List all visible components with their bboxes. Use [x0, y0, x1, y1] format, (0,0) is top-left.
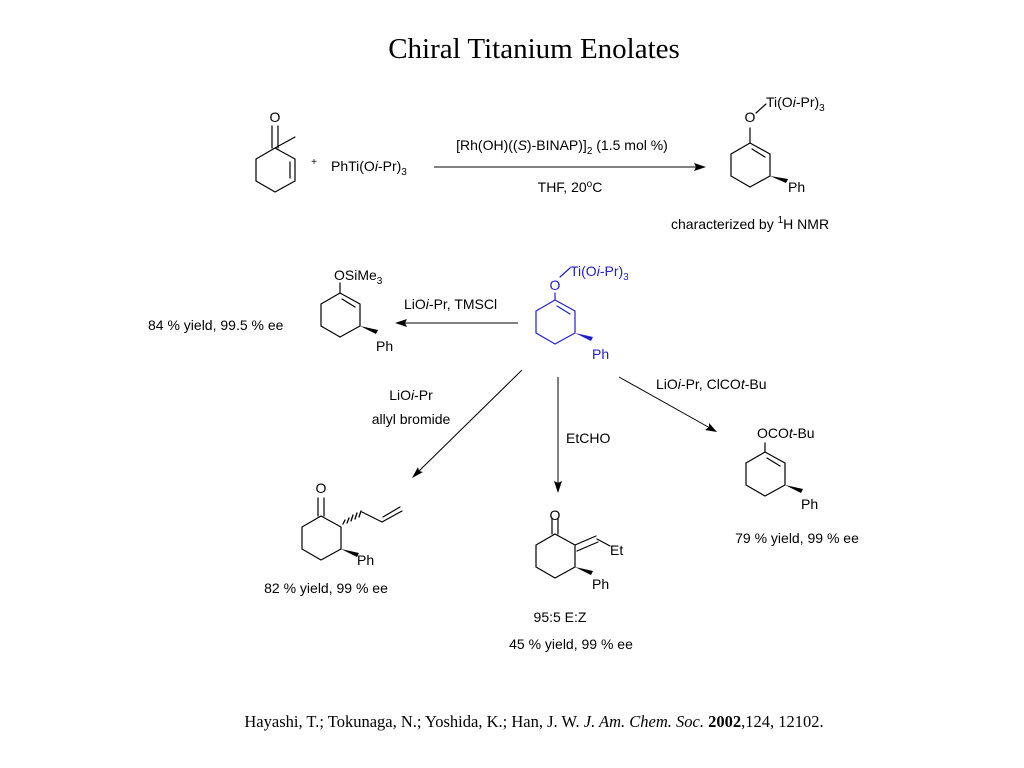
pivaloyl-group-label: OCOt-Bu [757, 425, 815, 441]
left-reaction-arrow [395, 319, 518, 327]
center-titanium-group: Ti(Oi-Pr)3 [570, 263, 629, 283]
nmr-characterization-note: characterized by 1H NMR [671, 215, 829, 232]
center-phenyl-label: Ph [592, 346, 609, 362]
ethyl-label: Et [610, 542, 623, 558]
bottom-center-reaction-arrow [554, 377, 562, 493]
left-yield-label: 84 % yield, 99.5 % ee [148, 317, 284, 333]
ketone-oxygen-label: O [270, 109, 281, 125]
enol-ester-yield-label: 79 % yield, 99 % ee [735, 530, 859, 546]
literature-citation: Hayashi, T.; Tokunaga, N.; Yoshida, K.; … [244, 712, 823, 731]
cyclohexenone-structure: O [255, 109, 296, 193]
enone-phenyl-label: Ph [592, 576, 609, 592]
right-reagent-label: LiOi-Pr, ClCOt-Bu [656, 376, 767, 392]
solvent-temperature: THF, 20oC [538, 179, 603, 195]
top-reaction-arrow [434, 163, 706, 171]
left-reagent-label: LiOi-Pr, TMSCl [404, 296, 497, 312]
phenyl-titanium-reagent: PhTi(Oi-Pr)3 [331, 158, 407, 178]
enol-ester-phenyl-label: Ph [801, 496, 818, 512]
product-oxygen-label: O [745, 109, 756, 125]
center-oxygen-label: O [550, 277, 561, 293]
enone-structure: O Et Ph [535, 507, 623, 592]
product-phenyl-label: Ph [788, 179, 805, 195]
enone-oxygen-label: O [550, 507, 561, 523]
silyl-enol-ether-structure: OSiMe3 Ph [320, 267, 393, 354]
silyl-group-label: OSiMe3 [334, 267, 383, 287]
right-reaction-arrow [618, 376, 717, 432]
allyl-ketone-oxygen-label: O [316, 480, 327, 496]
enol-ester-structure: OCOt-Bu Ph [745, 425, 818, 512]
ez-ratio-label: 95:5 E:Z [534, 609, 587, 625]
aldol-yield-label: 45 % yield, 99 % ee [509, 636, 633, 652]
titanium-enolate-product-structure: O Ti(Oi-Pr)3 Ph [730, 94, 825, 195]
allyl-ketone-structure: O Ph [301, 480, 403, 568]
slide-title: Chiral Titanium Enolates [388, 33, 680, 65]
central-titanium-enolate-structure: O Ti(Oi-Pr)3 Ph [535, 263, 629, 362]
plus-sign: + [311, 157, 317, 168]
catalyst-conditions: [Rh(OH)((S)-BINAP)]2 (1.5 mol %) [456, 137, 668, 157]
bottom-left-reaction-arrow [412, 369, 523, 478]
allyl-ketone-phenyl-label: Ph [357, 552, 374, 568]
left-phenyl-label: Ph [376, 338, 393, 354]
product-titanium-group: Ti(Oi-Pr)3 [766, 94, 825, 114]
allylation-reagent-line-1: LiOi-Pr [389, 387, 433, 403]
allylation-reagent-line-2: allyl bromide [372, 411, 451, 427]
aldehyde-reagent-label: EtCHO [566, 430, 610, 446]
allylation-yield-label: 82 % yield, 99 % ee [264, 580, 388, 596]
